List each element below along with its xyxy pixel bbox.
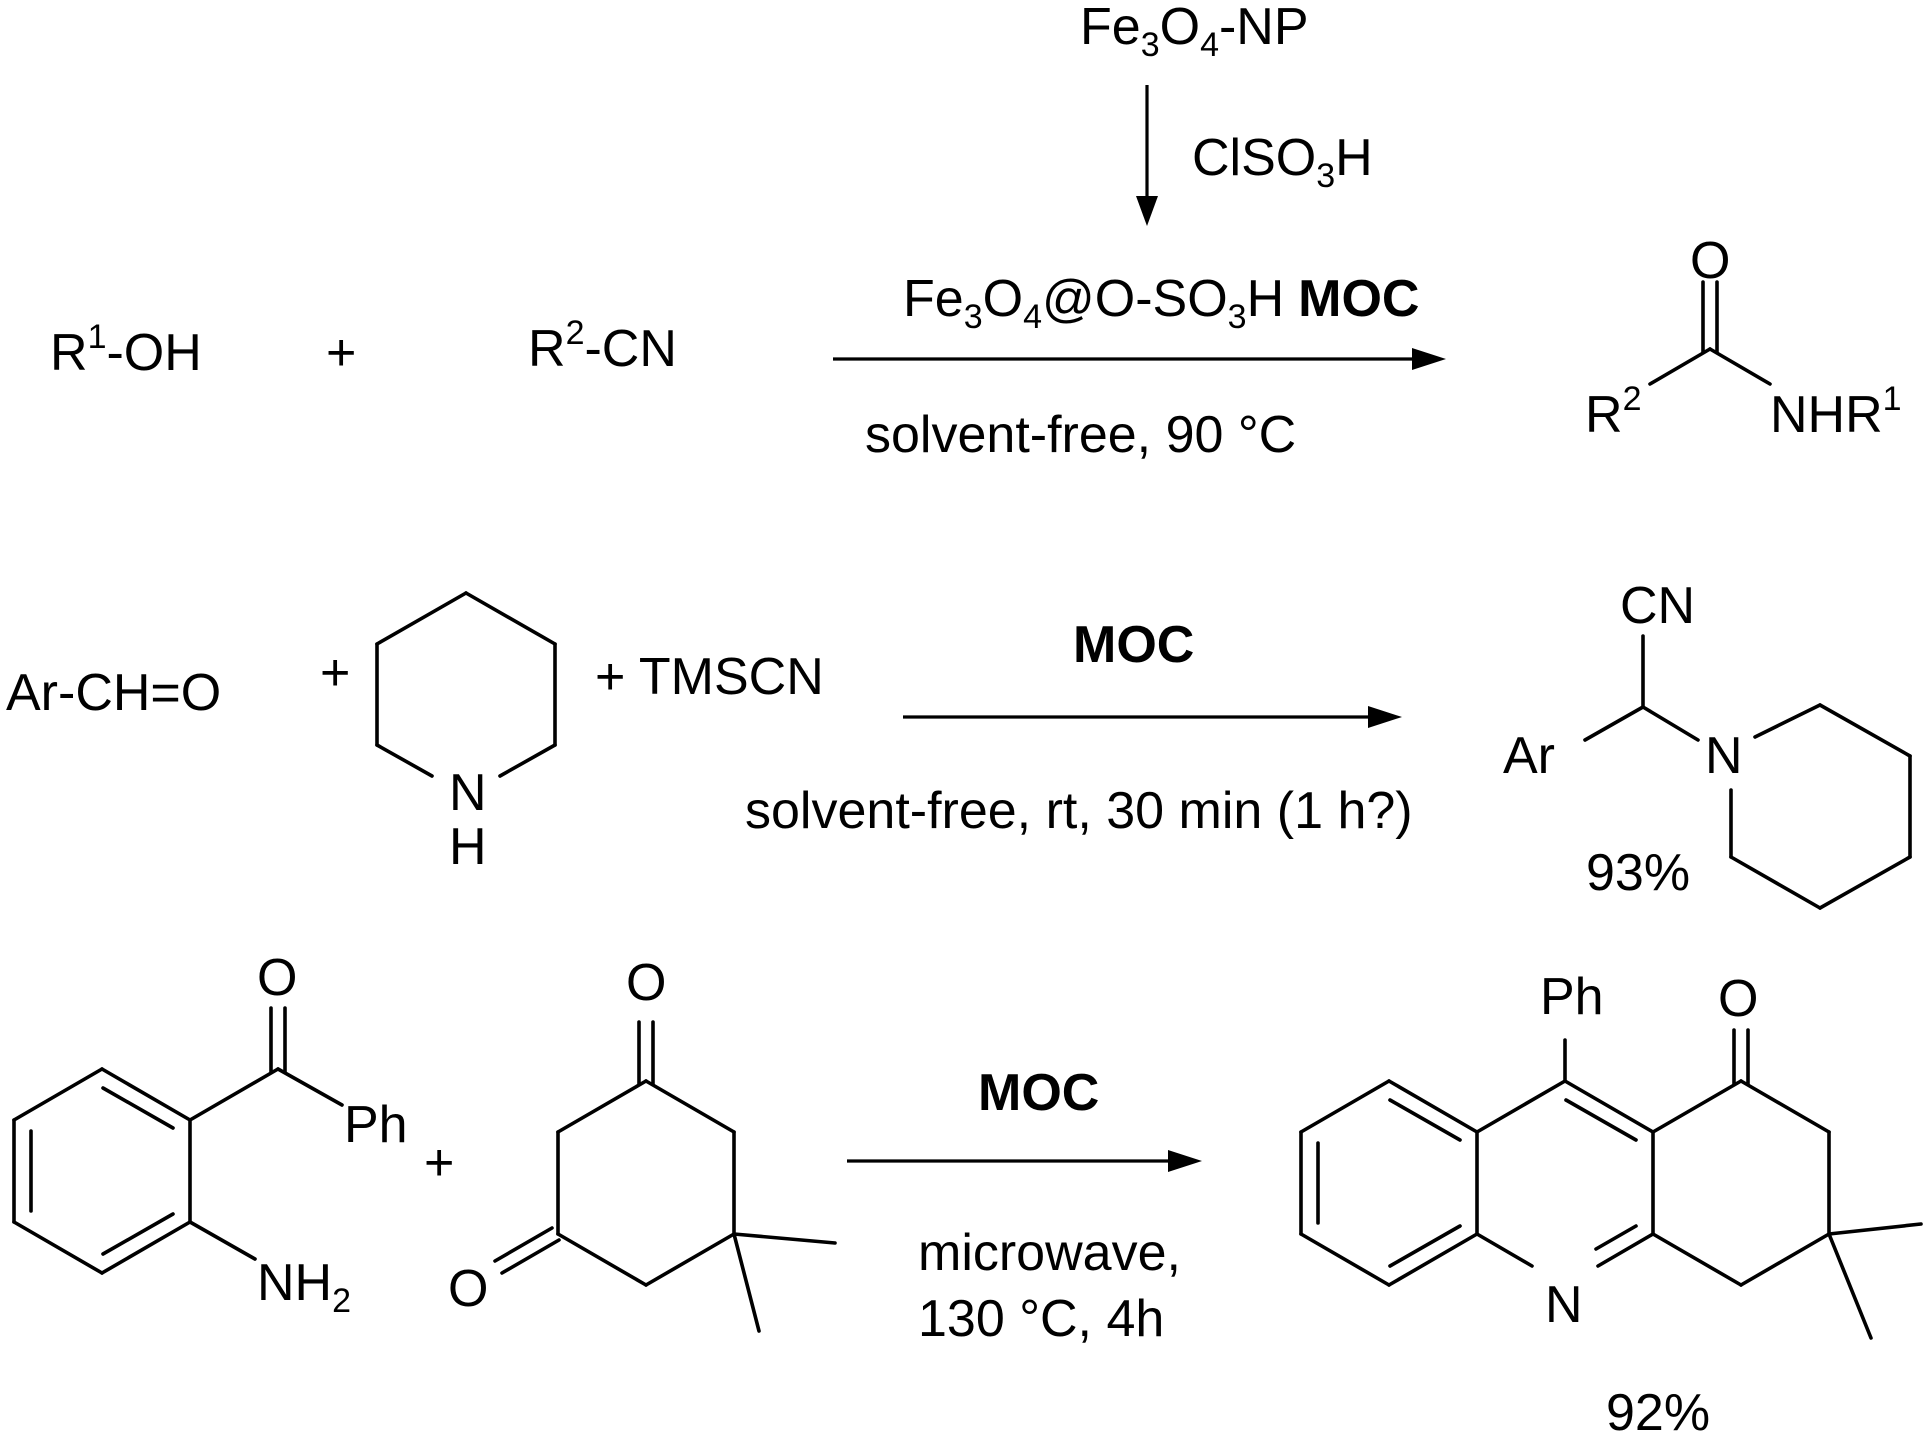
bond	[188, 1067, 280, 1122]
product-nitrogen: N	[1705, 727, 1743, 785]
acridinone-oxygen: O	[1718, 970, 1758, 1028]
reaction-2-catalyst-moc: MOC	[1073, 616, 1194, 674]
piperidine: N H	[375, 591, 557, 876]
bond	[101, 1212, 175, 1256]
bond	[1818, 703, 1912, 758]
reaction-1-arrow-head	[1412, 348, 1446, 370]
bond	[188, 1220, 257, 1261]
bond	[1387, 1079, 1479, 1134]
bond	[276, 1067, 344, 1107]
reaction-3-arrow-head	[1168, 1150, 1202, 1172]
vertical-arrow-head	[1136, 196, 1158, 226]
bond	[732, 1232, 837, 1245]
reactant-2-aminobenzophenone: O Ph NH2	[12, 949, 408, 1320]
bond	[644, 1079, 736, 1134]
bond	[1388, 1224, 1462, 1268]
benzophenone-oxygen: O	[257, 949, 297, 1007]
product-ar-group: Ar	[1503, 727, 1555, 785]
dimedone-bottom-oxygen: O	[448, 1260, 488, 1318]
carbonyl-oxygen: O	[1690, 232, 1730, 290]
reaction-3-yield: 92%	[1606, 1384, 1710, 1434]
reaction-1-conditions: solvent-free, 90 °C	[865, 406, 1296, 464]
product-acridinone: Ph O N	[1299, 968, 1923, 1340]
bond	[1827, 1222, 1923, 1236]
product-aminonitrile: CN Ar N	[1503, 577, 1912, 910]
bond	[1583, 705, 1645, 742]
reagent-clso3h: ClSO3H	[1192, 129, 1373, 195]
bond	[1641, 705, 1700, 742]
bond	[1475, 1232, 1534, 1268]
bond	[1475, 1079, 1567, 1134]
piperidine-nitrogen: N	[449, 764, 487, 822]
reactant-dimedone: O O	[448, 954, 837, 1333]
reactant-ar-cho: Ar-CH=O	[6, 664, 221, 722]
bond	[101, 1086, 175, 1130]
bond	[1299, 1079, 1391, 1134]
bond	[375, 591, 468, 646]
bond	[375, 743, 434, 778]
reactant-r1-oh: R1-OH	[50, 318, 202, 382]
reaction-2: Ar-CH=O + N H + TMSCN MOC solvent-free, …	[6, 577, 1912, 910]
bond	[1827, 1232, 1873, 1340]
bond	[1388, 1098, 1462, 1142]
bond	[556, 1232, 648, 1287]
bond	[1739, 1232, 1831, 1287]
reaction-3-conditions-line2: 130 °C, 4h	[918, 1290, 1164, 1348]
precursor-fe3o4-np: Fe3O4-NP	[1080, 0, 1309, 64]
bond	[1563, 1079, 1655, 1134]
bond	[1564, 1098, 1638, 1142]
plus-sign-1: +	[326, 324, 356, 382]
reaction-3-conditions-line1: microwave,	[918, 1224, 1181, 1282]
bond	[12, 1220, 104, 1275]
bond	[1596, 1232, 1655, 1268]
bond	[1708, 347, 1772, 386]
plus-sign-2: +	[320, 644, 350, 702]
acridinone-ph: Ph	[1540, 968, 1604, 1026]
bond	[1651, 1232, 1743, 1287]
benzophenone-nh2: NH2	[257, 1254, 351, 1320]
bond	[556, 1079, 648, 1134]
bond	[1648, 347, 1712, 386]
bond	[1818, 855, 1912, 910]
reaction-1: Fe3O4-NP ClSO3H R1-OH + R2-CN Fe3O4@O-SO…	[50, 0, 1902, 464]
bond	[498, 743, 557, 778]
bond	[464, 591, 557, 646]
dimedone-top-oxygen: O	[626, 954, 666, 1012]
reaction-2-conditions: solvent-free, rt, 30 min (1 h?)	[745, 782, 1413, 840]
product-cn-group: CN	[1620, 577, 1695, 635]
bond	[100, 1220, 192, 1275]
bond	[12, 1067, 104, 1122]
bond	[1739, 1079, 1831, 1134]
product-r2-group: R2	[1585, 380, 1641, 444]
piperidine-hydrogen: H	[449, 818, 487, 876]
plus-sign-3: +	[424, 1134, 454, 1192]
bond	[100, 1067, 192, 1122]
reaction-2-arrow-head	[1368, 706, 1402, 728]
bond	[500, 1238, 561, 1275]
reaction-2-yield: 93%	[1586, 844, 1690, 902]
bond	[1729, 855, 1822, 910]
bond	[644, 1232, 736, 1287]
reagent-tmscn: + TMSCN	[595, 648, 824, 706]
bond	[1299, 1232, 1391, 1287]
reaction-3: O Ph NH2 + O O MOC microwave, 130 °C, 4h	[12, 949, 1923, 1434]
reaction-3-catalyst-moc: MOC	[978, 1064, 1099, 1122]
reactant-r2-cn: R2-CN	[528, 314, 677, 378]
bond	[1387, 1232, 1479, 1287]
acridinone-nitrogen: N	[1545, 1276, 1583, 1334]
product-nhr1-group: NHR1	[1770, 380, 1902, 444]
product-amide: O R2 NHR1	[1585, 232, 1902, 444]
bond	[732, 1232, 761, 1333]
bond	[1594, 1224, 1638, 1251]
benzophenone-ph: Ph	[344, 1096, 408, 1154]
bond	[493, 1226, 554, 1263]
bond	[1651, 1079, 1743, 1134]
bond	[1753, 703, 1822, 739]
